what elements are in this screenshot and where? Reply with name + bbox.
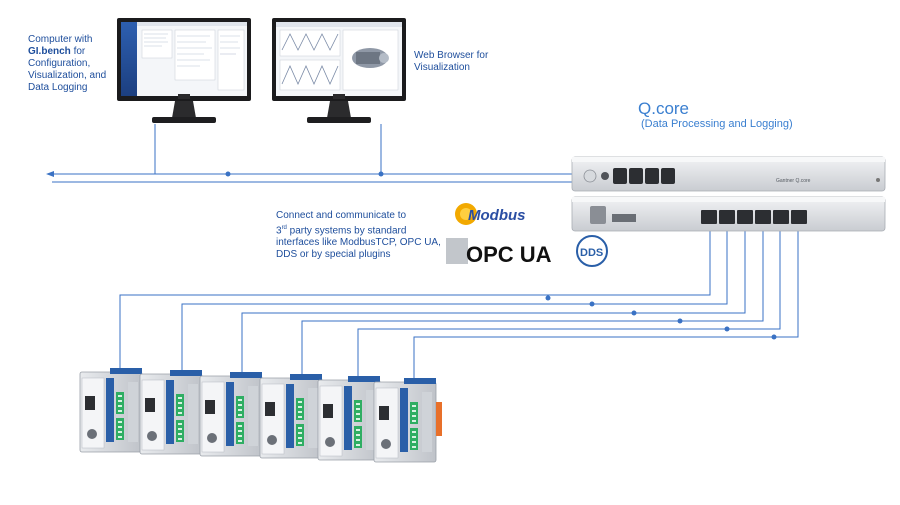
module-link-2	[181, 227, 728, 372]
qcore-brand-label: Gantner Q.core	[776, 178, 811, 184]
module-link-3	[241, 227, 746, 374]
module-link-5	[357, 227, 781, 378]
computer-monitor	[117, 18, 251, 123]
qcore-title: Q.core	[638, 99, 690, 118]
opc-ua-logo-text: OPC UA	[466, 242, 552, 267]
network-lines	[52, 124, 799, 380]
browser-caption: Web Browser for Visualization	[414, 50, 488, 74]
browser-caption-line2: Visualization	[414, 62, 470, 73]
module-link-1	[119, 227, 711, 370]
interfaces-caption-line1: Connect and communicate to	[276, 210, 407, 221]
modbus-logo-text: Modbus	[468, 207, 526, 224]
interfaces-caption-line3: interfaces like ModbusTCP, OPC UA,	[276, 237, 441, 249]
junction-dots	[225, 171, 777, 340]
gi-bench-label: GI.bench	[28, 46, 71, 57]
dds-logo-text: DDS	[580, 247, 603, 259]
browser-caption-line1: Web Browser for	[414, 50, 489, 61]
qcore-upper-unit: Gantner Q.core	[571, 156, 886, 192]
qcore-subtitle: (Data Processing and Logging)	[641, 118, 793, 130]
io-module	[199, 372, 263, 457]
module-link-6	[413, 227, 799, 380]
computer-caption-line3: Configuration,	[28, 58, 91, 69]
opc-ua-logo: OPC UA	[446, 238, 552, 267]
interfaces-caption-line2: 3rd party systems by standard	[276, 225, 407, 237]
computer-caption-line4: Visualization, and	[28, 70, 107, 81]
io-module	[259, 374, 323, 459]
io-module	[373, 378, 442, 463]
interfaces-caption: Connect and communicate to 3rd party sys…	[276, 210, 441, 261]
browser-monitor	[272, 18, 406, 123]
interfaces-caption-line4: DDS or by special plugins	[276, 249, 391, 261]
io-module	[317, 376, 381, 461]
modbus-logo: Modbus	[455, 203, 526, 225]
computer-caption-line5: Data Logging	[28, 82, 88, 93]
computer-caption: Computer with GI.bench for Configuration…	[28, 34, 106, 94]
computer-caption-line2-rest: for	[70, 46, 86, 57]
qcore-lower-unit	[571, 196, 886, 232]
io-module	[79, 368, 143, 453]
computer-caption-line2: GI.bench for	[28, 46, 106, 58]
dds-logo: DDS	[576, 235, 608, 267]
io-modules	[79, 368, 442, 463]
computer-caption-line1: Computer with	[28, 34, 93, 45]
bus-arrow-icon	[46, 171, 54, 177]
module-link-4	[301, 227, 764, 376]
ethernet-ports	[701, 210, 807, 224]
io-module	[139, 370, 203, 455]
engine-image-icon	[352, 48, 389, 68]
